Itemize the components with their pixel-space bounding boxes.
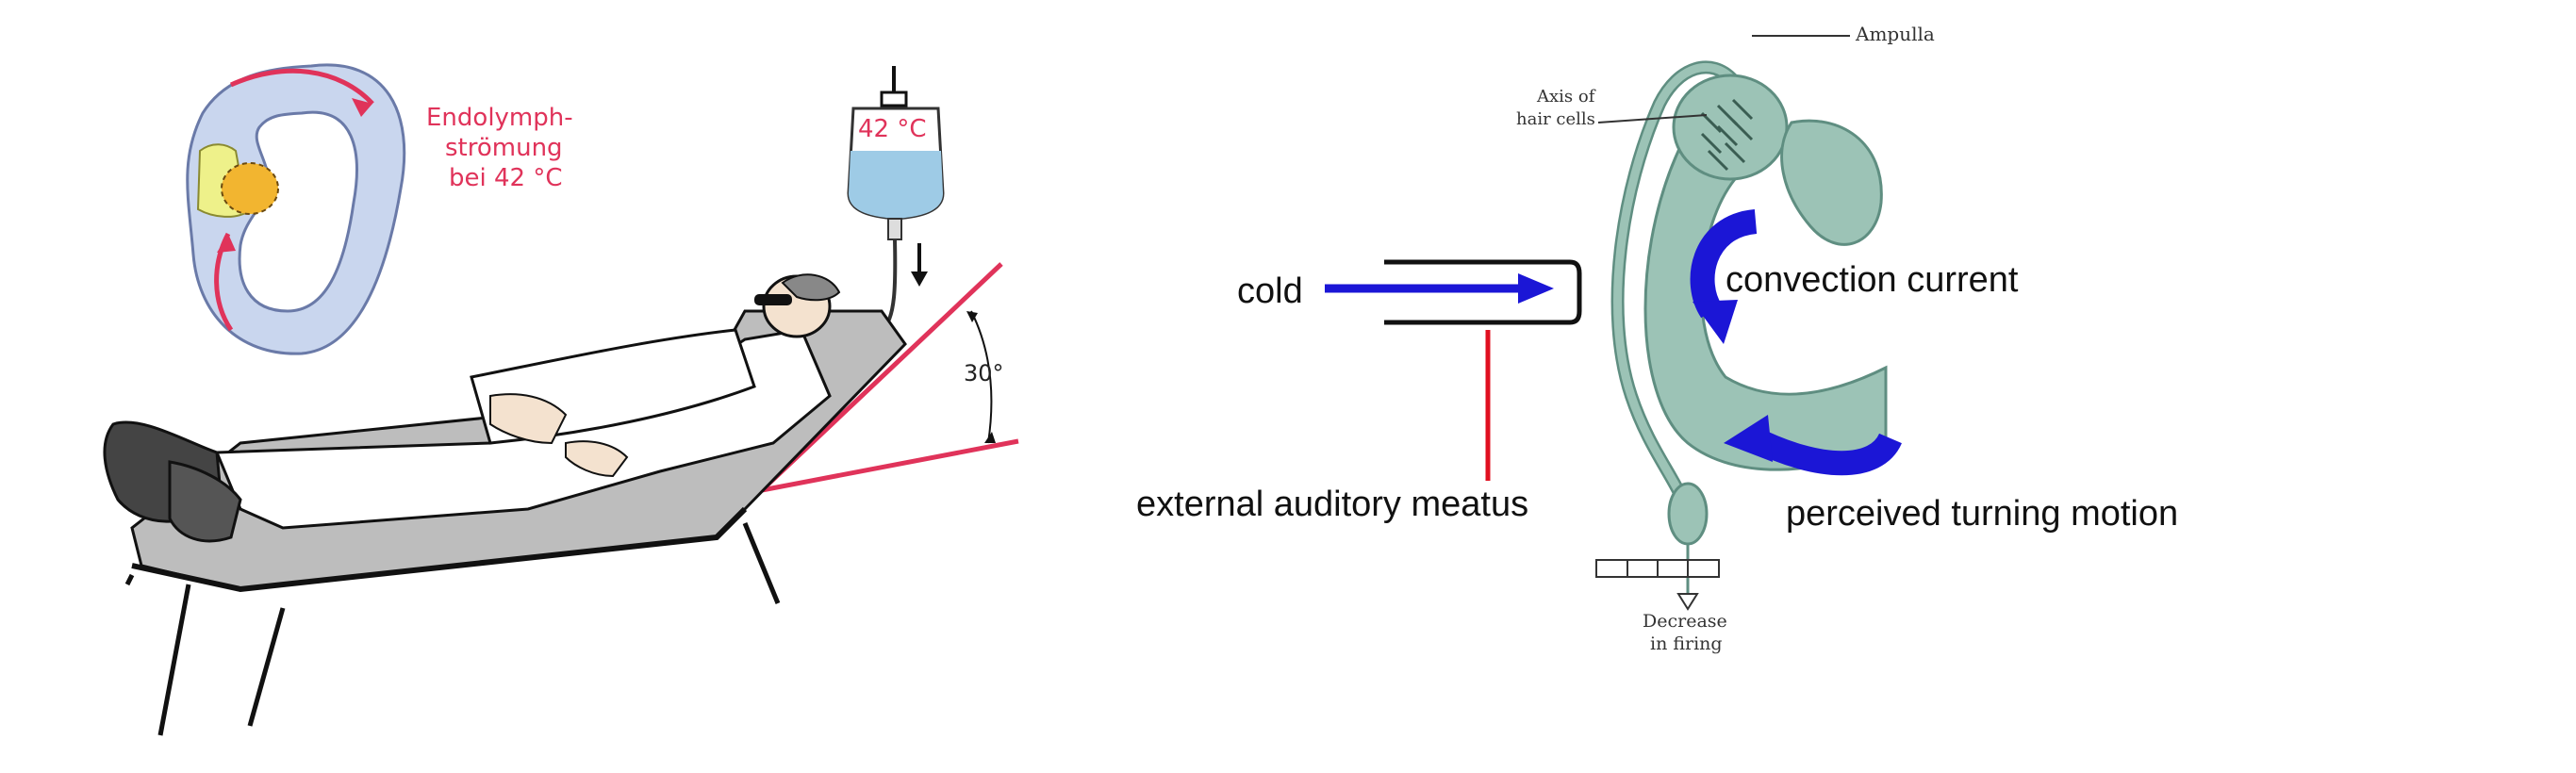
cold-arrow-icon — [1325, 273, 1554, 304]
endolymph-label-line-3: bei 42 °C — [449, 164, 563, 192]
endolymph-label-line-1: Endolymph- — [426, 104, 573, 132]
caloric-test-illustration — [103, 63, 1019, 736]
canal-structure — [1595, 60, 1888, 611]
endolymph-label-line-2: strömung — [445, 134, 563, 162]
axis-label-line-1: Axis of — [1537, 87, 1595, 107]
bag-temperature-label: 42 °C — [858, 115, 927, 143]
axis-label-line-2: hair cells — [1516, 109, 1595, 129]
turning-motion-arrow-icon — [1724, 415, 1902, 476]
patient-icon — [103, 273, 841, 543]
semicircular-canal-diagram — [1325, 35, 1902, 611]
convection-arrow-icon — [1690, 209, 1759, 344]
external-auditory-meatus-label: external auditory meatus — [1136, 485, 1529, 524]
ear-canal-bracket — [1384, 259, 1582, 325]
cold-label: cold — [1237, 271, 1303, 311]
firing-label-line-2: in firing — [1650, 633, 1723, 654]
tilt-angle-label: 30° — [964, 360, 1004, 386]
ampulla-label: Ampulla — [1856, 23, 1935, 45]
convection-current-label: convection current — [1726, 260, 2019, 300]
semicircular-canal-icon — [186, 63, 406, 355]
axis-leader-line — [1597, 114, 1708, 123]
perceived-turning-motion-label: perceived turning motion — [1786, 494, 2179, 534]
firing-label-line-1: Decrease — [1643, 611, 1727, 632]
